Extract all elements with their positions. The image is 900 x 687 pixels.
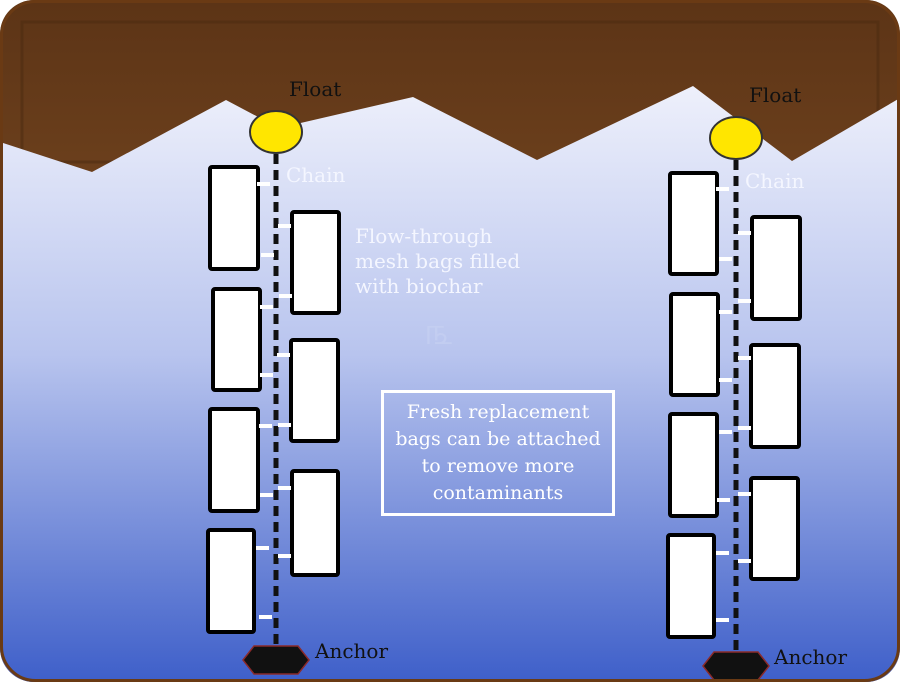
mesh-bag-right-5 <box>750 215 802 321</box>
mesh-bag-right-4 <box>666 533 716 639</box>
bag-connector-right-5 <box>719 430 732 434</box>
mesh-bag-left-5 <box>290 210 341 315</box>
bags-callout-line-2: mesh bags filled <box>355 249 521 273</box>
bag-connector-left-9 <box>278 224 291 228</box>
float-left <box>249 110 303 154</box>
bag-connector-right-2 <box>719 257 732 261</box>
mesh-bag-left-6 <box>289 338 340 443</box>
bag-connector-left-14 <box>278 554 291 558</box>
mesh-bag-left-7 <box>290 469 340 577</box>
bags-callout-line-1: Flow-through <box>355 224 493 248</box>
bag-connector-right-8 <box>716 618 729 622</box>
bag-connector-right-6 <box>717 498 730 502</box>
bag-connector-right-3 <box>719 310 732 314</box>
bag-connector-left-12 <box>278 423 291 427</box>
bag-connector-left-6 <box>260 493 273 497</box>
bag-connector-right-13 <box>738 492 751 496</box>
bag-connector-right-14 <box>738 559 751 563</box>
watermark-glyph: ௩ <box>425 309 454 353</box>
anchor-right <box>702 651 770 681</box>
bags-callout-line-3: with biochar <box>355 274 483 298</box>
bag-connector-left-5 <box>259 424 272 428</box>
anchor-label-left: Anchor <box>315 639 389 663</box>
bag-connector-left-4 <box>260 373 273 377</box>
bag-connector-left-8 <box>259 615 272 619</box>
mesh-bag-left-2 <box>211 287 262 392</box>
info-line-3: to remove more <box>421 455 575 477</box>
bag-connector-right-9 <box>738 231 751 235</box>
chain-label-right: Chain <box>745 169 805 193</box>
anchor-label-right: Anchor <box>774 645 848 669</box>
info-box: Fresh replacement bags can be attached t… <box>381 390 615 516</box>
info-line-4: contaminants <box>432 481 564 504</box>
bag-connector-left-3 <box>260 305 273 309</box>
info-line-1: Fresh replacement <box>406 401 590 424</box>
bag-connector-left-7 <box>256 546 269 550</box>
bag-connector-right-7 <box>716 551 729 555</box>
float-right <box>709 116 763 160</box>
bag-connector-left-1 <box>257 182 270 186</box>
bag-connector-right-4 <box>719 378 732 382</box>
bag-connector-right-10 <box>738 299 751 303</box>
bag-connector-left-13 <box>278 486 291 490</box>
mesh-bag-left-1 <box>208 165 260 271</box>
mesh-bag-right-1 <box>668 171 719 276</box>
bag-connector-left-10 <box>279 294 292 298</box>
mesh-bag-right-2 <box>669 292 720 397</box>
bag-connector-left-2 <box>261 253 274 257</box>
bag-connector-left-11 <box>277 353 290 357</box>
bag-connector-right-12 <box>738 426 751 430</box>
anchor-left <box>242 645 310 675</box>
bag-connector-right-1 <box>716 187 729 191</box>
float-label-left: Float <box>289 77 342 101</box>
bags-callout: Flow-through mesh bags filled with bioch… <box>355 224 545 299</box>
mesh-bag-right-6 <box>749 343 801 449</box>
chain-label-left: Chain <box>286 163 346 187</box>
mesh-bag-left-3 <box>208 407 260 513</box>
mesh-bag-right-7 <box>749 476 800 581</box>
bag-connector-right-11 <box>738 356 751 360</box>
mesh-bag-left-4 <box>206 528 256 634</box>
info-line-2: bags can be attached <box>395 428 601 451</box>
mesh-bag-right-3 <box>668 412 719 518</box>
float-label-right: Float <box>749 83 802 107</box>
